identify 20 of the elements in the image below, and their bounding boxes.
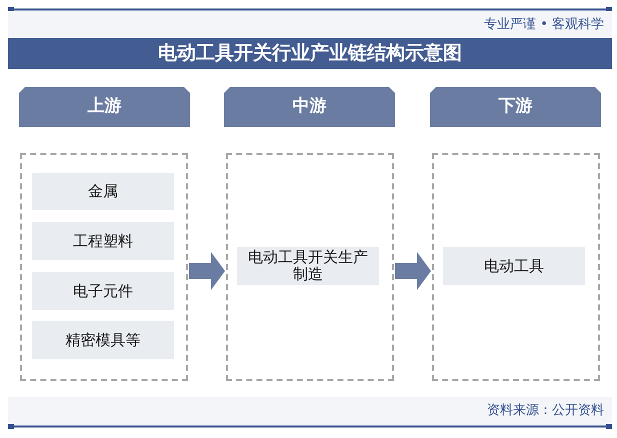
source-note: 资料来源：公开资料 bbox=[487, 402, 604, 420]
stage-banner bbox=[430, 87, 601, 127]
item-text: 电动工具开关生产制造 bbox=[247, 249, 369, 283]
stage-banner bbox=[224, 87, 395, 127]
item-text: 工程塑料 bbox=[73, 232, 133, 250]
dashed-group-box bbox=[432, 153, 600, 381]
dashed-group-box bbox=[20, 153, 188, 381]
stage-title: 下游 bbox=[498, 96, 532, 118]
flow-arrow bbox=[395, 252, 431, 290]
stage-banner bbox=[19, 87, 190, 127]
dashed-group-box bbox=[226, 153, 394, 381]
item-text: 电子元件 bbox=[73, 282, 133, 300]
item-text: 电动工具 bbox=[484, 258, 544, 274]
item-text: 金属 bbox=[88, 183, 118, 200]
flow-arrow bbox=[189, 252, 225, 290]
item-text: 精密模具等 bbox=[66, 332, 140, 348]
stage-title: 上游 bbox=[88, 96, 122, 118]
title-text: 电动工具开关行业产业链结构示意图 bbox=[158, 41, 462, 66]
slogan-text: 专业严谨 • 客观科学 bbox=[484, 16, 604, 34]
stage-title: 中游 bbox=[292, 96, 326, 118]
